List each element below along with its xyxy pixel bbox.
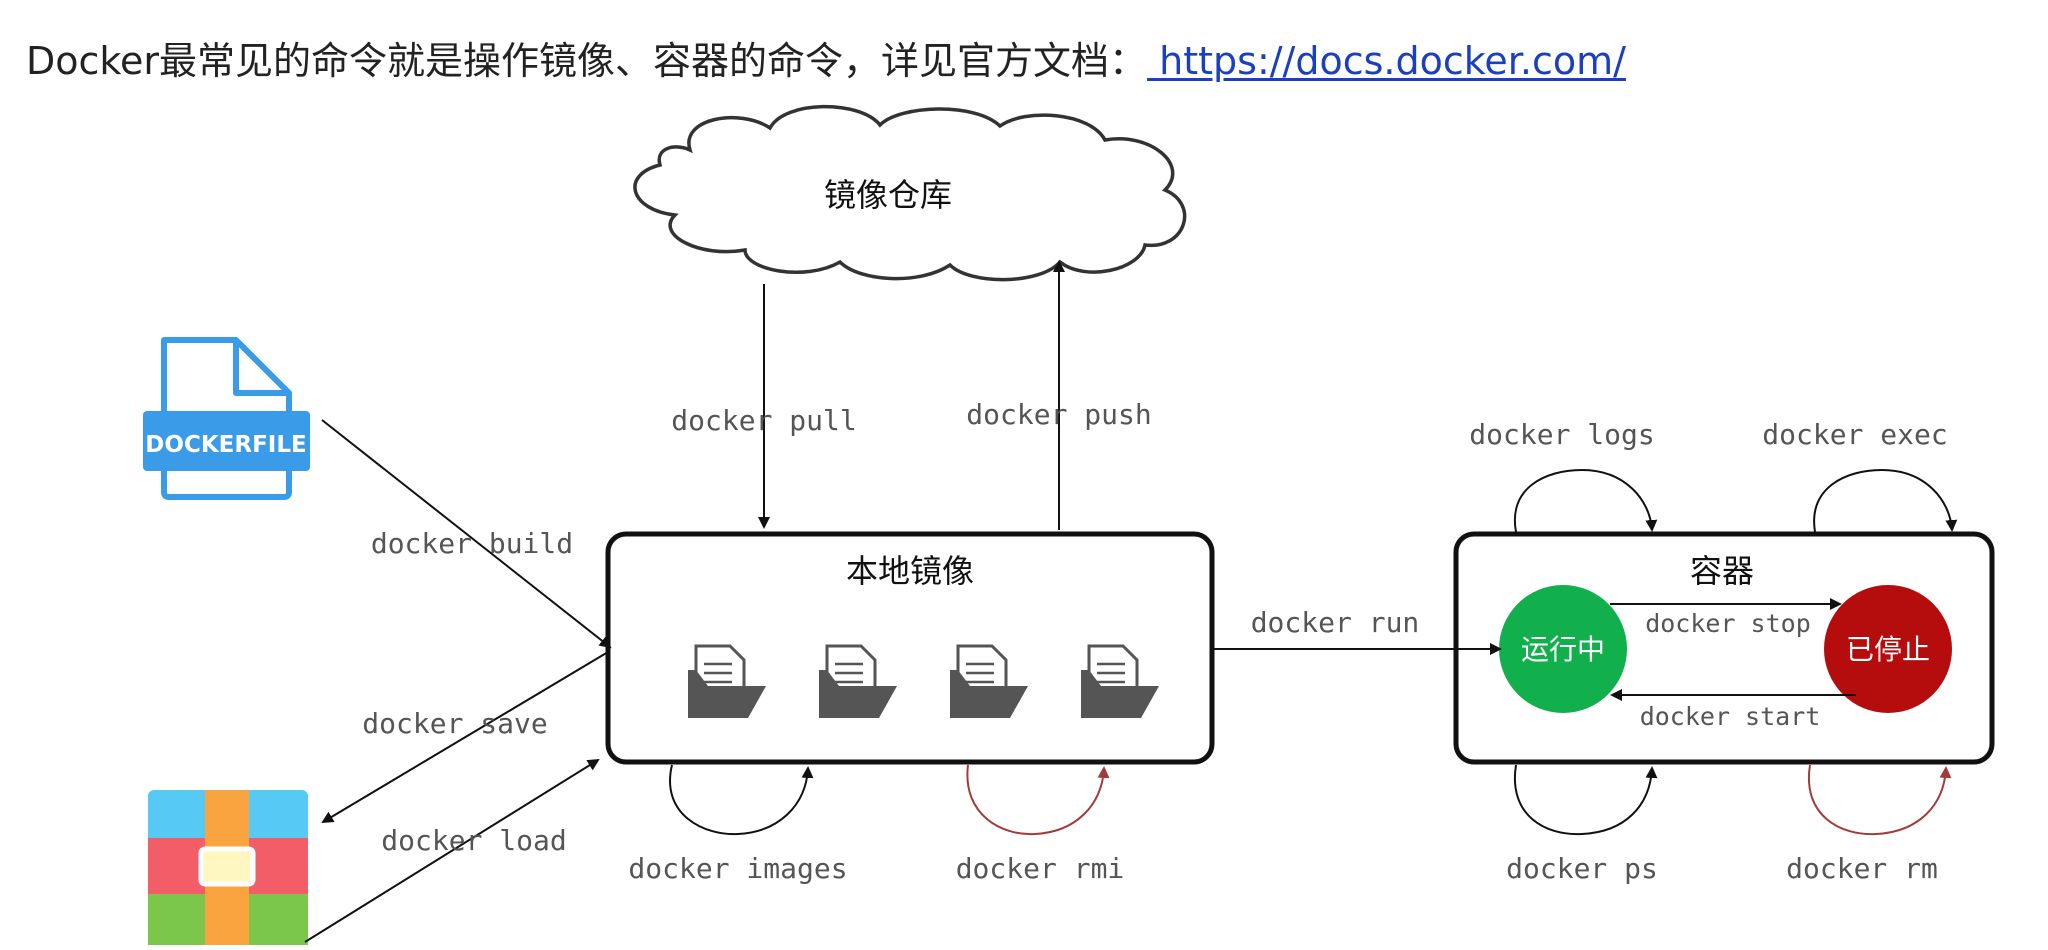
docs-link[interactable]: https://docs.docker.com/ [1147, 39, 1626, 83]
cmd-pull: docker pull [671, 404, 856, 437]
dockerfile-label: DOCKERFILE [145, 432, 306, 458]
cmd-exec: docker exec [1762, 418, 1947, 451]
container-label: 容器 [1690, 552, 1754, 590]
archive-icon [148, 790, 308, 945]
ps-loop-arrow [1513, 764, 1658, 836]
container-box: 容器 运行中 已停止 docker stop docker start [1453, 531, 1995, 765]
cmd-stop: docker stop [1645, 609, 1811, 638]
cmd-ps: docker ps [1506, 852, 1658, 885]
cmd-rmi: docker rmi [956, 852, 1125, 885]
local-images-label: 本地镜像 [846, 552, 974, 590]
cmd-save: docker save [362, 707, 547, 740]
build-arrow [321, 419, 612, 649]
rmi-loop-arrow [966, 764, 1110, 836]
logs-loop-arrow [1513, 468, 1658, 533]
image-file-folder-icon [819, 644, 897, 718]
cmd-start: docker start [1640, 702, 1821, 731]
load-arrow [304, 758, 600, 943]
page-heading: Docker最常见的命令就是操作镜像、容器的命令，详见官方文档： https:/… [26, 30, 1626, 85]
cmd-images: docker images [628, 852, 847, 885]
cmd-logs: docker logs [1469, 418, 1654, 451]
cmd-load: docker load [381, 824, 566, 857]
save-arrow [321, 651, 609, 824]
heading-text: Docker最常见的命令就是操作镜像、容器的命令，详见官方文档： [26, 39, 1148, 83]
running-state-circle [1499, 585, 1627, 713]
cmd-push: docker push [966, 398, 1151, 431]
image-registry-cloud: 镜像仓库 [633, 104, 1187, 282]
stopped-state-circle [1824, 585, 1952, 713]
cmd-run: docker run [1251, 606, 1420, 639]
image-file-folder-icon [950, 644, 1028, 718]
exec-loop-arrow [1813, 468, 1958, 533]
cmd-rm: docker rm [1786, 852, 1938, 885]
rm-loop-arrow [1807, 764, 1952, 836]
running-label: 运行中 [1521, 633, 1605, 666]
registry-label: 镜像仓库 [824, 176, 952, 214]
cmd-build: docker build [371, 527, 573, 560]
image-file-folder-icon [1081, 644, 1159, 718]
images-loop-arrow [669, 764, 814, 836]
image-file-icons [688, 644, 1159, 718]
stopped-label: 已停止 [1846, 633, 1930, 666]
image-file-folder-icon [688, 644, 766, 718]
dockerfile-icon: DOCKERFILE [143, 337, 310, 500]
local-images-box: 本地镜像 [605, 531, 1215, 765]
